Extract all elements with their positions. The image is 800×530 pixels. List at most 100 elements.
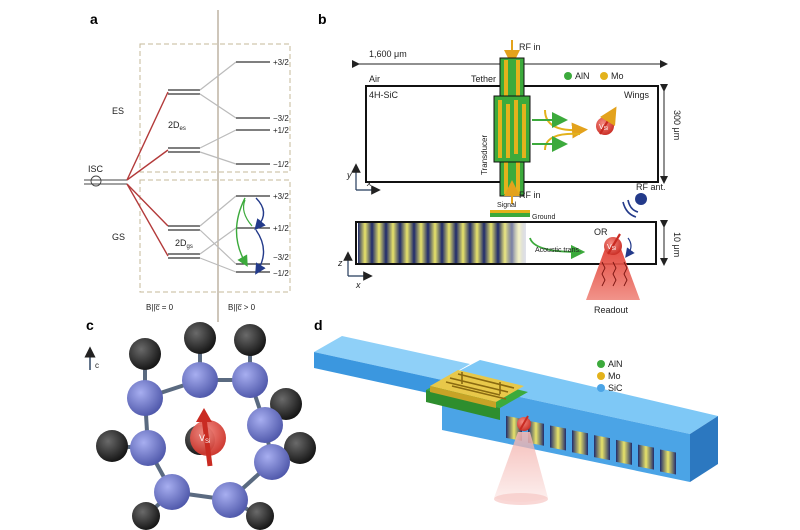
black-atom (246, 502, 274, 530)
es-levels-field (236, 61, 270, 165)
navy-transition-arrow (254, 197, 266, 231)
zeeman-connectors (199, 61, 237, 273)
fringe-fade (500, 223, 530, 263)
aln-legend-dot-d (597, 360, 605, 368)
aln-legend-label: AlN (575, 71, 590, 81)
length-label: 1,600 μm (369, 49, 407, 59)
black-atom (234, 324, 266, 356)
acoustic-fringe (470, 223, 484, 263)
c-axis-label: c (95, 361, 99, 370)
es-level-m12: −1/2 (273, 160, 289, 169)
axis-y-label: y (346, 170, 352, 180)
vsi-spin-arrow-top (599, 106, 617, 135)
or-label: OR (594, 227, 608, 237)
idt-fingers (498, 100, 526, 158)
readout-label: Readout (594, 305, 629, 315)
isc-transitions (126, 91, 169, 257)
substrate-label: 4H-SiC (369, 90, 399, 100)
blue-atoms (127, 362, 290, 518)
vsi-label-bottom: VSi (607, 244, 616, 252)
idt-fingers-3d (445, 372, 515, 400)
acoustic-arrow (529, 237, 586, 260)
panel-c: c c (84, 317, 316, 530)
axis-x-bottom-label: x (355, 280, 361, 290)
b-zero-label: B||c̅ = 0 (146, 303, 174, 312)
vsi-spin-arrow (201, 417, 213, 467)
wings-label: Wings (624, 90, 650, 100)
rf-wave-icon-2 (622, 201, 637, 218)
acoustic-fringe (386, 223, 400, 263)
panel-d-label: d (314, 317, 323, 333)
signal-label: Signal (497, 202, 517, 209)
acoustic-fringe (414, 223, 428, 263)
es-level-p12: +1/2 (273, 126, 289, 135)
width-label: 300 μm (672, 110, 682, 140)
isc-label: ISC (88, 164, 104, 174)
panel-a: a ES GS ISC 2Des 2Dgs (84, 10, 291, 322)
es-label: ES (112, 106, 124, 116)
rf-in-bottom-label: RF in (519, 190, 541, 200)
vsi-label-top: VSi (599, 124, 608, 132)
depth-label: 10 μm (672, 232, 682, 257)
slab-fringe (660, 449, 676, 475)
rf-wave-icon (627, 199, 639, 213)
es-level-m32: −3/2 (273, 114, 289, 123)
gs-level-p32: +3/2 (273, 192, 289, 201)
air-label: Air (369, 74, 380, 84)
black-atom (284, 432, 316, 464)
acoustic-label: Acoustic trans. (535, 247, 581, 254)
slab-top (442, 360, 718, 434)
gs-level-m32: −3/2 (273, 253, 289, 262)
mo-legend-d: Mo (608, 371, 621, 381)
blue-atom (182, 362, 218, 398)
wave-arrow-2 (544, 132, 581, 151)
black-atoms (96, 322, 316, 530)
b-pos-label: B||c̅ > 0 (228, 303, 256, 312)
blue-atom (212, 482, 248, 518)
vsi-defect-arrow (519, 415, 529, 431)
acoustic-fringe (442, 223, 456, 263)
slab-fringe (594, 435, 610, 461)
gs-level-m12: −1/2 (273, 269, 289, 278)
mo-legend-dot-d (597, 372, 605, 380)
transducer-label: Transducer (480, 135, 489, 176)
axis-z-label: z (337, 258, 343, 268)
acoustic-fringe (400, 223, 414, 263)
panel-c-label: c (86, 317, 94, 333)
vsi-spin-arrowhead (196, 408, 212, 422)
laser-spot (494, 493, 548, 505)
blue-atom (127, 380, 163, 416)
slab-fringe (550, 425, 566, 451)
readout-photons (601, 261, 628, 287)
blue-atom (247, 407, 283, 443)
black-atom (96, 430, 128, 462)
tether-label: Tether (471, 74, 496, 84)
vsi-spin-arrow-bottom (607, 233, 621, 255)
navy-transition-arrow-2 (255, 229, 266, 275)
green-transition-arrow-2 (242, 199, 253, 227)
aln-film (490, 213, 530, 217)
isc-loop-icon (90, 175, 102, 187)
blue-atom (130, 430, 166, 466)
acoustic-fringe (428, 223, 442, 263)
blue-atom (232, 362, 268, 398)
gs-box (139, 179, 291, 293)
acoustic-fringe (456, 223, 470, 263)
vsi-vacancy-label: VSi (199, 433, 210, 445)
d-gs-label: 2Dgs (175, 238, 193, 250)
acoustic-fringe (372, 223, 386, 263)
gs-label: GS (112, 232, 125, 242)
idt-aln-front (426, 390, 500, 420)
black-atom (184, 322, 216, 354)
ground-label: Ground (532, 214, 555, 221)
rf-in-top-label: RF in (519, 42, 541, 52)
sic-legend-dot-d (597, 384, 605, 392)
idt-mo-front (430, 386, 496, 408)
mo-legend-dot (600, 72, 608, 80)
gs-levels-zero (168, 225, 200, 259)
panel-a-label: a (90, 11, 98, 27)
rf-ant-label: RF ant. (636, 182, 666, 192)
rf-drive-arrow (625, 237, 635, 258)
slab-back-front (314, 352, 442, 396)
